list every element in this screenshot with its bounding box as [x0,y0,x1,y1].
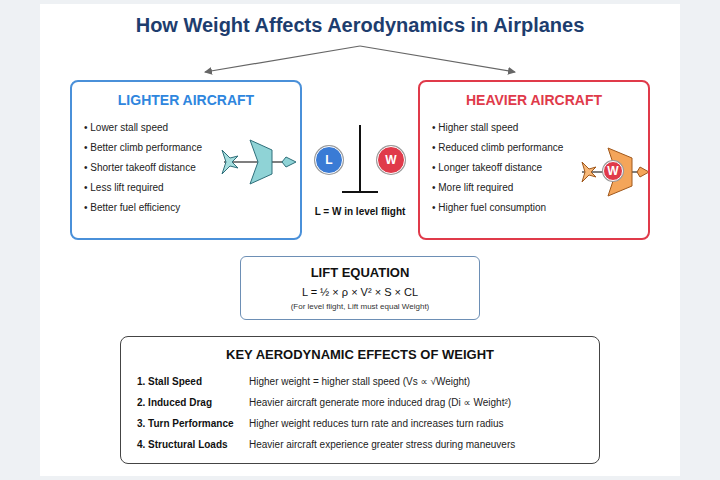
node-text: 1. Stall Speed [137,376,249,388]
node-text: L = ½ × ρ × V² × S × CL [251,286,469,298]
node-text: • Better climb performance [84,142,288,154]
lift-circle: L [315,146,343,174]
node-text: Higher weight reduces turn rate and incr… [249,418,583,430]
node-text: • Lower stall speed [84,122,288,134]
node-heading: KEY AERODYNAMIC EFFECTS OF WEIGHT [137,347,583,363]
node-text: (For level flight, Lift must equal Weigh… [251,302,469,311]
effects-box: KEY AERODYNAMIC EFFECTS OF WEIGHT 1. Stal… [120,336,600,464]
aircraft-panel: LIGHTER AIRCRAFT • Lower stall speed • Bet… [70,80,302,240]
node-text: Heavier aircraft experience greater stre… [249,439,583,451]
balance-symbol [342,125,378,192]
node-text: • Better fuel efficiency [84,202,288,214]
node-heading: W [607,164,618,178]
node-heading: LIFT EQUATION [251,265,469,280]
node-text: • More lift required [432,182,636,194]
node-text: • Shorter takeoff distance [84,162,288,174]
note-label: L = W in level flight [315,206,406,217]
node-heading: LIGHTER AIRCRAFT [84,92,288,108]
node-text: 3. Turn Performance [137,418,249,430]
light-plane [222,140,296,184]
aircraft-panel: HEAVIER AIRCRAFT • Higher stall speed • Re… [418,80,650,240]
weight-circle: W [603,161,623,181]
node-text: Heavier aircraft generate more induced d… [249,397,583,409]
node-heading: HEAVIER AIRCRAFT [432,92,636,108]
node-text: • Higher stall speed [432,122,636,134]
title-arrows [205,46,515,72]
node-text: 4. Structural Loads [137,439,249,451]
node-text: • Higher fuel consumption [432,202,636,214]
diagram-title: How Weight Affects Aerodynamics in Airpl… [0,14,720,37]
weight-circle: W [377,146,405,174]
node-heading: L [325,153,332,167]
node-text: • Reduced climb performance [432,142,636,154]
node-heading: W [385,153,396,167]
node-text: 2. Induced Drag [137,397,249,409]
equation-box: LIFT EQUATION L = ½ × ρ × V² × S × CL (For… [240,256,480,320]
heavy-plane [582,148,649,196]
node-text: • Less lift required [84,182,288,194]
node-text: Higher weight = higher stall speed (Vs ∝… [249,376,583,388]
